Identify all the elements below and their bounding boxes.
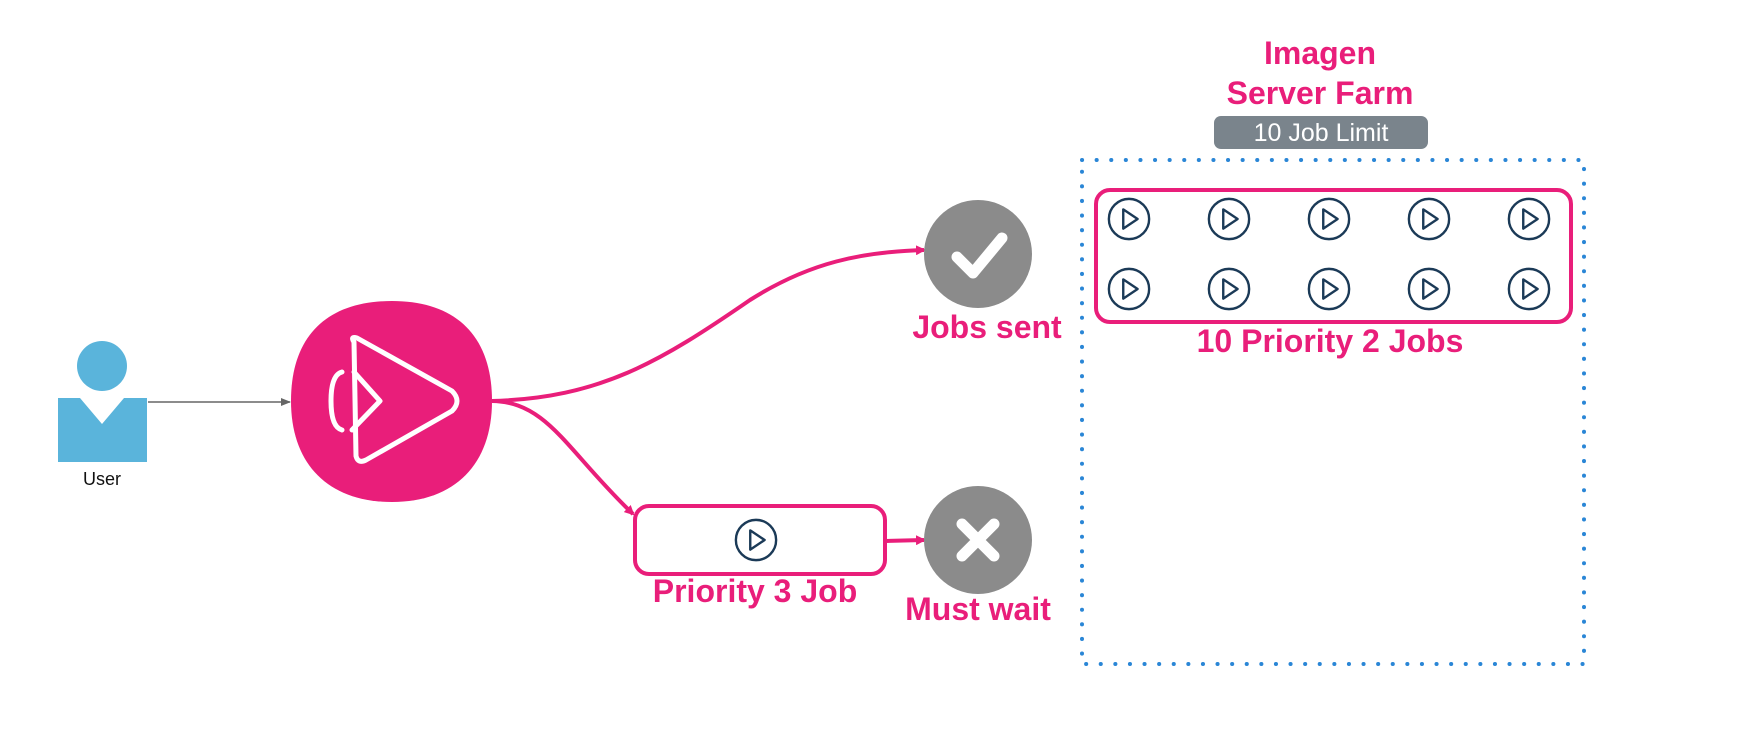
user-icon (58, 341, 147, 462)
jobs-sent-label: Jobs sent (912, 309, 1062, 345)
must-wait-arrow (885, 535, 926, 546)
must-wait-label: Must wait (905, 591, 1051, 627)
play-icon (1507, 267, 1551, 311)
play-icon (1207, 197, 1251, 241)
play-icon (1307, 267, 1351, 311)
play-icon (1107, 267, 1151, 311)
server-farm-border (1080, 158, 1586, 666)
play-icon (1207, 267, 1251, 311)
server-farm-title-line2: Server Farm (1227, 75, 1414, 111)
jobs-sent-arrow (491, 245, 926, 403)
priority3-job-box (633, 504, 887, 576)
job-limit-badge-label: 10 Job Limit (1254, 119, 1389, 147)
play-icon (1307, 197, 1351, 241)
x-icon (924, 486, 1032, 594)
checkmark-icon (924, 200, 1032, 308)
queued-job-arrow (491, 399, 635, 516)
play-icon (1107, 197, 1151, 241)
priority2-jobs-group (1094, 188, 1573, 324)
priority2-jobs-grid (1107, 197, 1551, 311)
priority2-jobs-label: 10 Priority 2 Jobs (1197, 323, 1464, 359)
play-icon (734, 518, 778, 562)
user-label: User (83, 469, 121, 489)
play-icon (1407, 267, 1451, 311)
priority3-job-label: Priority 3 Job (653, 573, 858, 609)
server-farm-title-line1: Imagen (1264, 35, 1376, 71)
imagen-logo-icon (291, 301, 492, 502)
play-icon (1507, 197, 1551, 241)
job-limit-badge: 10 Job Limit (1214, 116, 1428, 149)
play-icon (1407, 197, 1451, 241)
